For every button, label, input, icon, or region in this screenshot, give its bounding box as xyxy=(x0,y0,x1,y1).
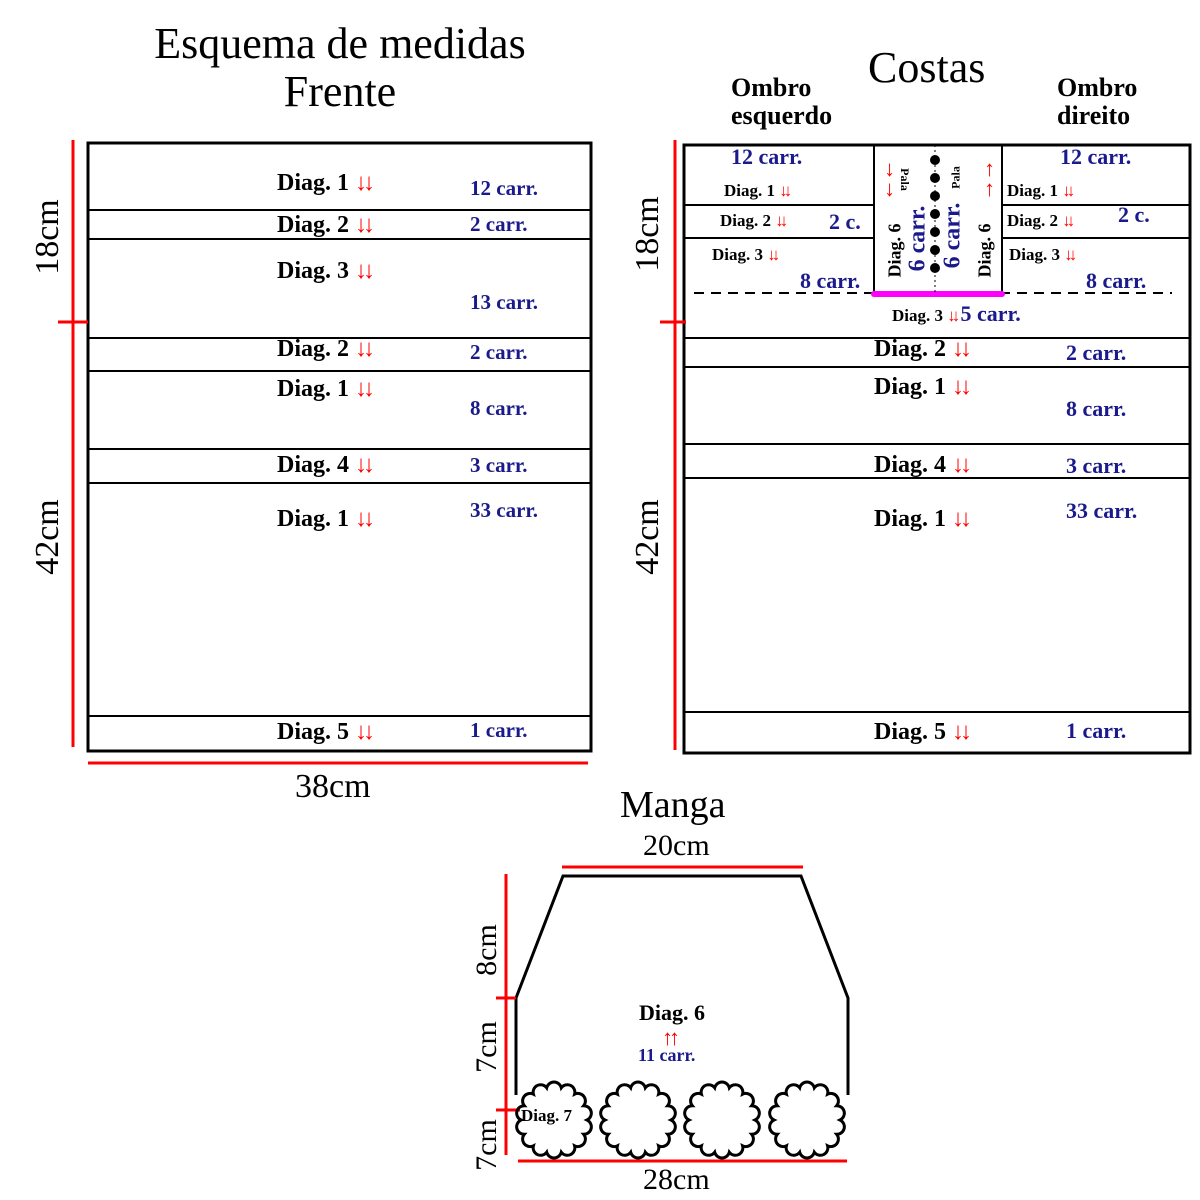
costas-height-top-label: 18cm xyxy=(629,196,666,272)
manga-flower-label: Diag. 7 xyxy=(521,1106,572,1125)
up-arrows-icon: ↑↑ xyxy=(662,1025,680,1050)
costas-title: Costas xyxy=(868,43,986,92)
pala-left-diag-label: Diag. 6 xyxy=(884,223,905,278)
down-arrows-icon: ↓↓ xyxy=(355,258,375,284)
costas-button-dots xyxy=(930,155,940,273)
frente-title-line1: Esquema de medidas xyxy=(154,19,526,68)
frente-row-count: 2 carr. xyxy=(470,212,528,236)
costas-row-count: 33 carr. xyxy=(1066,498,1138,523)
down-arrows-icon: ↓↓ xyxy=(355,506,375,532)
costas-right-count: 8 carr. xyxy=(1086,268,1147,293)
frente-row-count: 2 carr. xyxy=(470,340,528,364)
down-arrows-icon: ↓↓ xyxy=(355,212,375,238)
down-arrows-icon: ↓↓ xyxy=(355,376,375,402)
manga-top-width-label: 20cm xyxy=(643,829,710,862)
scallop-flower-icon xyxy=(683,1080,761,1160)
costas-left-row: Diag. 3 ↓↓ xyxy=(712,245,780,264)
costas-row-count: 2 carr. xyxy=(1066,340,1127,365)
frente-row-count: 1 carr. xyxy=(470,718,528,742)
down-arrows-icon: ↓↓ xyxy=(355,719,375,745)
down-arrows-icon: ↓↓ xyxy=(1064,245,1077,264)
left-arrows-icon: ←← xyxy=(981,159,1006,199)
manga-bottom-width-label: 28cm xyxy=(643,1163,710,1196)
frente-row-label: Diag. 1 ↓↓ xyxy=(277,506,375,532)
frente-row-label: Diag. 3 ↓↓ xyxy=(277,258,375,284)
costas-neck-row: Diag. 3 ↓↓ 5 carr. xyxy=(892,301,1021,326)
down-arrows-icon: ↓↓ xyxy=(952,719,972,745)
manga-diag-label: Diag. 6 xyxy=(639,1000,705,1025)
frente-row-count: 13 carr. xyxy=(470,290,539,314)
manga-title: Manga xyxy=(620,784,726,826)
manga-height1-label: 8cm xyxy=(470,924,503,976)
costas-right-row: Diag. 3 ↓↓ xyxy=(1009,245,1077,264)
costas-outline xyxy=(682,143,1192,755)
costas-height-bottom-label: 42cm xyxy=(629,499,666,575)
costas-row-label: Diag. 1 ↓↓ xyxy=(874,506,972,532)
costas-left-count: 2 c. xyxy=(829,209,861,234)
costas-row-count: 8 carr. xyxy=(1066,396,1127,421)
down-arrows-icon: ↓↓ xyxy=(779,181,792,200)
down-arrows-icon: ↓↓ xyxy=(1062,211,1075,230)
costas-row-count: 3 carr. xyxy=(1066,453,1127,478)
frente-row-count: 8 carr. xyxy=(470,396,528,420)
manga-height2-label: 7cm xyxy=(470,1021,503,1073)
costas-right-count: 12 carr. xyxy=(1060,144,1132,169)
costas-right-shoulder-label: Ombro direito xyxy=(1057,73,1138,130)
frente-row-label: Diag. 4 ↓↓ xyxy=(277,452,375,478)
costas-left-row: Diag. 2 ↓↓ xyxy=(720,211,788,230)
costas-right-row: Diag. 2 ↓↓ xyxy=(1007,211,1075,230)
manga-height3-label: 7cm xyxy=(470,1119,503,1171)
pala-right-diag-label: Diag. 6 xyxy=(974,223,995,278)
down-arrows-icon: ↓↓ xyxy=(767,245,780,264)
down-arrows-icon: ↓↓ xyxy=(947,306,960,325)
frente-row-count: 12 carr. xyxy=(470,176,539,200)
down-arrows-icon: ↓↓ xyxy=(1062,181,1075,200)
costas-left-row: Diag. 1 ↓↓ xyxy=(724,181,792,200)
frente-outline xyxy=(86,141,593,753)
down-arrows-icon: ↓↓ xyxy=(952,506,972,532)
down-arrows-icon: ↓↓ xyxy=(355,170,375,196)
down-arrows-icon: ↓↓ xyxy=(355,452,375,478)
down-arrows-icon: ↓↓ xyxy=(952,336,972,362)
frente-row-label: Diag. 2 ↓↓ xyxy=(277,336,375,362)
frente-height-bottom-label: 42cm xyxy=(29,499,66,575)
costas-left-shoulder-label: Ombro esquerdo xyxy=(731,73,833,130)
costas-row-label: Diag. 4 ↓↓ xyxy=(874,452,972,478)
pala-right-count: 6 carr. xyxy=(939,202,966,269)
frente-title-line2: Frente xyxy=(283,67,397,116)
costas-right-count: 2 c. xyxy=(1118,202,1150,227)
manga-outline xyxy=(514,874,850,1095)
pala-right-pala-label: Pala xyxy=(948,166,963,189)
costas-left-count: 12 carr. xyxy=(731,144,803,169)
scallop-flower-icon xyxy=(599,1080,677,1160)
frente-row-label: Diag. 1 ↓↓ xyxy=(277,376,375,402)
frente-row-count: 33 carr. xyxy=(470,498,539,522)
frente-height-top-label: 18cm xyxy=(29,199,66,275)
frente-row-label: Diag. 1 ↓↓ xyxy=(277,170,375,196)
manga-count: 11 carr. xyxy=(638,1045,696,1065)
frente-width-label: 38cm xyxy=(295,768,371,805)
down-arrows-icon: ↓↓ xyxy=(952,374,972,400)
costas-left-count: 8 carr. xyxy=(800,268,861,293)
pala-left-count: 6 carr. xyxy=(904,205,931,272)
costas-right-row: Diag. 1 ↓↓ xyxy=(1007,181,1075,200)
frente-row-count: 3 carr. xyxy=(470,453,528,477)
costas-row-label: Diag. 2 ↓↓ xyxy=(874,336,972,362)
costas-row-label: Diag. 1 ↓↓ xyxy=(874,374,972,400)
frente-row-label: Diag. 5 ↓↓ xyxy=(277,719,375,745)
costas-row-label: Diag. 5 ↓↓ xyxy=(874,719,972,745)
frente-row-label: Diag. 2 ↓↓ xyxy=(277,212,375,238)
scallop-flower-icon xyxy=(515,1080,593,1160)
scallop-flower-icon xyxy=(768,1080,846,1160)
frente-title: Esquema de medidas Frente xyxy=(90,20,590,116)
down-arrows-icon: ↓↓ xyxy=(775,211,788,230)
pala-left-pala-label: Pala xyxy=(897,168,912,191)
costas-row-count: 1 carr. xyxy=(1066,718,1127,743)
down-arrows-icon: ↓↓ xyxy=(952,452,972,478)
down-arrows-icon: ↓↓ xyxy=(355,336,375,362)
